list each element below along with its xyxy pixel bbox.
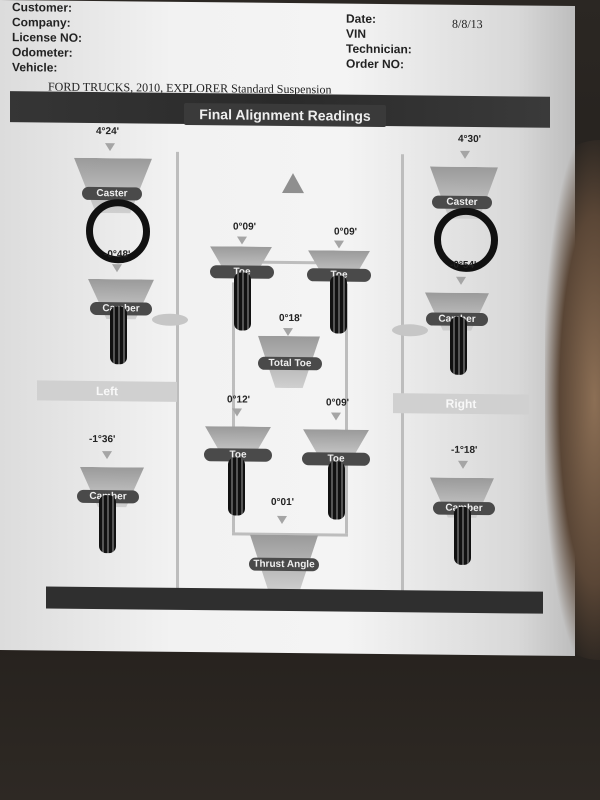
marker-icon [237,236,247,245]
front-left-toe-value: 0°09' [233,221,257,233]
field-company: Company: [12,15,71,30]
rear-left-toe-tire-icon [228,457,245,516]
direction-arrow-icon [282,172,304,194]
marker-icon [112,264,122,273]
front-left-tire-icon [110,306,127,365]
field-date: Date: [346,11,377,26]
front-left-caster-label: Caster [82,186,142,201]
front-right-toe-value: 0°09' [334,226,358,238]
left-divider [176,151,179,592]
rear-right-camber-value: -1°18' [451,444,478,456]
field-vehicle: Vehicle: [12,60,58,75]
total-toe-value: 0°18' [279,312,303,325]
header-left-fields: Customer: Company: License NO: Odometer:… [12,0,82,76]
left-side-label: Left [37,380,177,402]
rear-left-toe-value: 0°12' [227,394,251,406]
thrust-angle-label: Thrust Angle [249,557,319,572]
front-right-caster-value: 4°30' [458,133,482,146]
left-hub-shadow [152,313,188,326]
printout-sheet: Customer: Company: License NO: Odometer:… [0,0,575,657]
marker-icon [102,451,112,460]
right-side-label: Right [393,393,529,415]
marker-icon [456,276,466,285]
field-odometer: Odometer: [12,45,73,60]
date-value: 8/8/13 [452,16,483,32]
front-left-toe-tire-icon [234,272,251,331]
right-hub-shadow [392,324,428,337]
marker-icon [458,460,468,469]
hand-shadow [545,140,600,660]
right-divider [401,154,404,605]
rear-right-toe-value: 0°09' [326,397,350,409]
rear-left-camber-value: -1°36' [89,433,116,446]
header-right-fields: Date: VIN Technician: Order NO: [346,12,412,73]
front-right-camber-value: -0°54' [450,259,477,271]
rear-left-tire-icon [99,495,116,554]
marker-icon [334,240,344,249]
marker-icon [277,515,287,525]
field-order: Order NO: [346,56,405,72]
front-right-tire-icon [450,316,467,375]
marker-icon [105,143,115,152]
total-toe-label: Total Toe [258,356,322,371]
field-vin: VIN [346,26,367,41]
rear-right-tire-icon [454,506,471,565]
marker-icon [232,408,242,417]
footer-bar [46,586,543,614]
front-left-caster-value: 4°24' [96,126,120,138]
front-left-camber-value: -0°48' [104,249,131,261]
thrust-angle-value: 0°01' [271,496,295,509]
marker-icon [331,412,341,421]
marker-icon [283,327,293,337]
marker-icon [460,150,470,159]
field-customer: Customer: [12,0,73,15]
page-title: Final Alignment Readings [184,102,386,128]
front-right-toe-tire-icon [330,275,347,334]
field-license: License NO: [12,30,83,45]
rear-right-toe-tire-icon [328,461,345,520]
field-technician: Technician: [346,41,412,57]
